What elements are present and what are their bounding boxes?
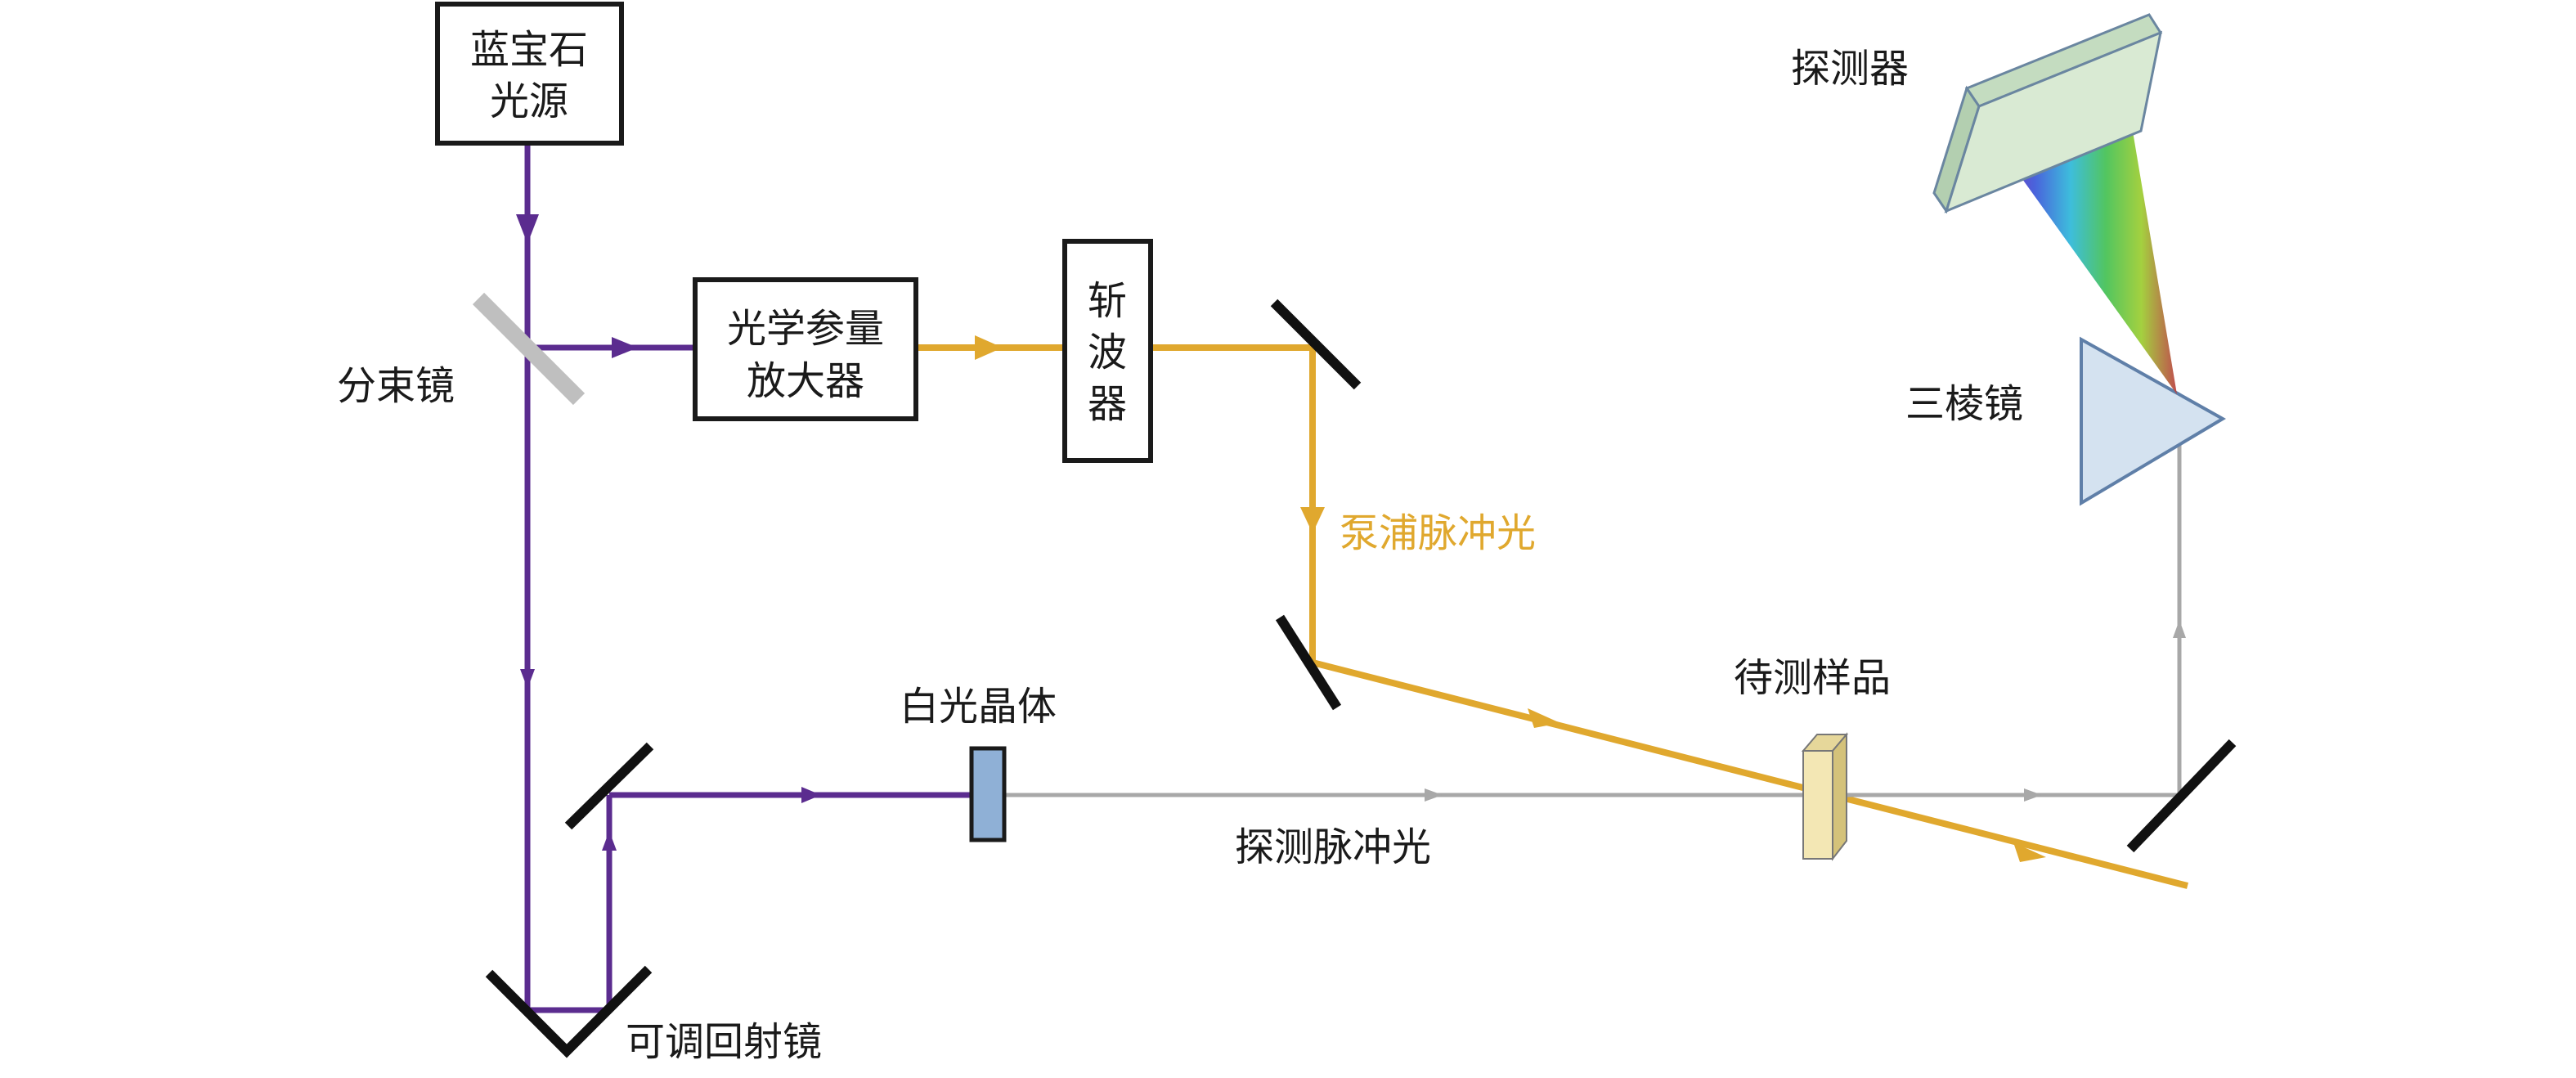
beam-splitter	[472, 292, 586, 406]
arrow-right-icon	[975, 335, 1003, 360]
dispersed-spectrum	[1999, 102, 2177, 394]
white-light-crystal-label: 白光晶体	[900, 684, 1057, 730]
sapphire-light-source: 蓝宝石 光源	[435, 2, 624, 146]
pump-pulse-label: 泵浦脉冲光	[1340, 510, 1536, 556]
pump-to-sample-beam	[1312, 659, 2188, 889]
prism	[2080, 336, 2226, 506]
chopper: 斩 波 器	[1062, 239, 1153, 463]
sample	[1801, 732, 1849, 861]
arrow-down-icon	[516, 214, 539, 244]
sample-label: 待测样品	[1734, 655, 1891, 701]
beam-splitter-label: 分束镜	[337, 363, 455, 409]
detector-label: 探测器	[1791, 46, 1909, 92]
white-light-crystal	[969, 746, 1007, 842]
probe-mirror-right	[2126, 739, 2237, 853]
arrow-down-icon	[1300, 507, 1325, 533]
source-label-line2: 光源	[490, 79, 568, 124]
detector	[1932, 13, 2163, 214]
chopper-label-char2: 波	[1088, 330, 1127, 375]
arrow-down-icon	[520, 669, 535, 689]
optical-parametric-amplifier: 光学参量 放大器	[693, 277, 918, 421]
arrow-right-icon	[801, 787, 821, 803]
opa-label-line1: 光学参量	[727, 306, 884, 352]
arrowheads	[516, 214, 2186, 862]
arrow-right-icon	[2024, 788, 2042, 802]
opa-label-line2: 放大器	[747, 358, 864, 404]
probe-pulse-label: 探测脉冲光	[1235, 824, 1431, 870]
arrow-up-icon	[602, 831, 617, 851]
prism-label: 三棱镜	[1905, 381, 2023, 427]
arrow-right-icon	[612, 337, 638, 358]
chopper-label-char1: 斩	[1088, 278, 1127, 324]
arrow-right-icon	[1425, 788, 1443, 802]
chopper-label-char3: 器	[1088, 381, 1127, 427]
source-label-line1: 蓝宝石	[470, 27, 588, 73]
pump-mirror-top	[1270, 299, 1362, 390]
pump-mirror-bottom	[1275, 614, 1342, 711]
arrow-right-icon	[1528, 708, 1560, 728]
arrow-up-icon	[2173, 620, 2186, 638]
adjustable-retroreflector	[485, 965, 653, 1058]
retroreflector-label: 可调回射镜	[626, 1019, 822, 1065]
probe-mirror-left	[564, 742, 654, 830]
arrow-right-icon	[2013, 842, 2046, 862]
